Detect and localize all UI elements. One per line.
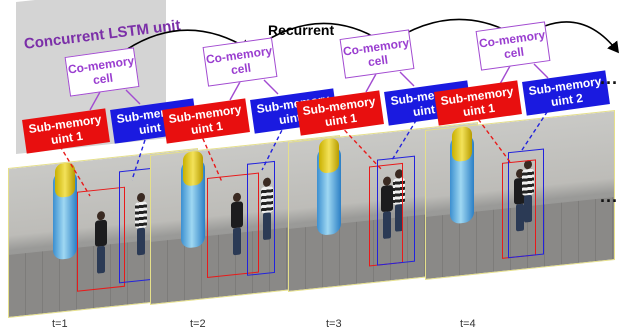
time-label-4: t=4 [460,318,476,330]
co-memory-links [89,63,549,111]
time-label-2: t=2 [190,318,206,330]
recurrent-label: Recurrent [268,22,335,38]
ellipsis-bottom: ... [600,186,619,206]
time-label-1: t=1 [52,318,68,330]
time-label-3: t=3 [326,318,342,330]
ellipsis-top: ... [600,68,619,88]
